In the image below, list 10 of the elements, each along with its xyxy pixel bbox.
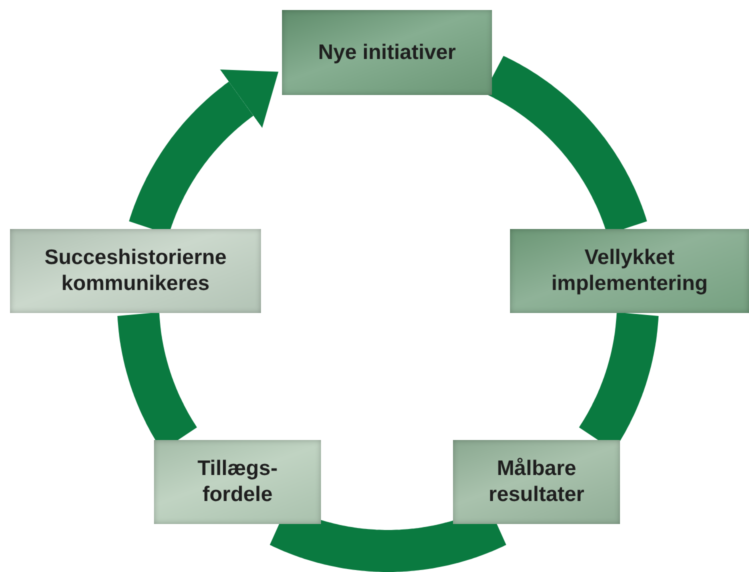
process-box xyxy=(453,440,620,524)
step-label: Vellykket implementering xyxy=(550,245,709,297)
process-box xyxy=(10,229,261,313)
step-label: Tillægs- fordele xyxy=(196,456,279,508)
process-box xyxy=(510,229,749,313)
process-box xyxy=(154,440,321,524)
process-box xyxy=(282,10,492,95)
step-label: Nye initiativer xyxy=(317,40,457,66)
step-label: Målbare resultater xyxy=(488,456,586,508)
step-label: Succeshistorierne kommunikeres xyxy=(43,245,228,297)
